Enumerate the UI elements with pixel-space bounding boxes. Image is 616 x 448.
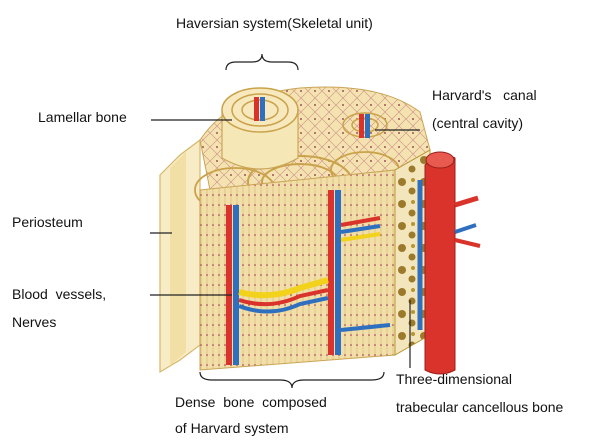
label-trabecular-bone: Three-dimensional trabecular cancellous … [396, 370, 563, 416]
label-harvard-canal-line1: Harvard's canal [432, 86, 537, 104]
label-harvard-canal-line2: (central cavity) [432, 114, 537, 132]
periosteum-layer [160, 140, 200, 372]
dense-bone-front [200, 170, 395, 370]
label-dense-bone-line2: of Harvard system [175, 419, 327, 437]
label-lamellar-bone: Lamellar bone [38, 108, 127, 126]
label-haversian-system: Haversian system(Skeletal unit) [176, 14, 373, 32]
label-trabecular-line2: trabecular cancellous bone [396, 398, 563, 416]
label-dense-bone-line1: Dense bone composed [175, 393, 327, 411]
label-trabecular-line1: Three-dimensional [396, 370, 563, 388]
label-blood-vessels-line2: Nerves [12, 313, 106, 331]
label-dense-bone: Dense bone composed of Harvard system [175, 393, 327, 437]
haversian-cylinder [222, 88, 298, 169]
label-blood-vessels: Blood vessels, Nerves [12, 285, 106, 331]
label-blood-vessels-line1: Blood vessels, [12, 285, 106, 303]
large-blood-vessel [420, 152, 480, 374]
label-harvard-canal: Harvard's canal (central cavity) [432, 86, 537, 132]
label-periosteum: Periosteum [12, 213, 83, 231]
